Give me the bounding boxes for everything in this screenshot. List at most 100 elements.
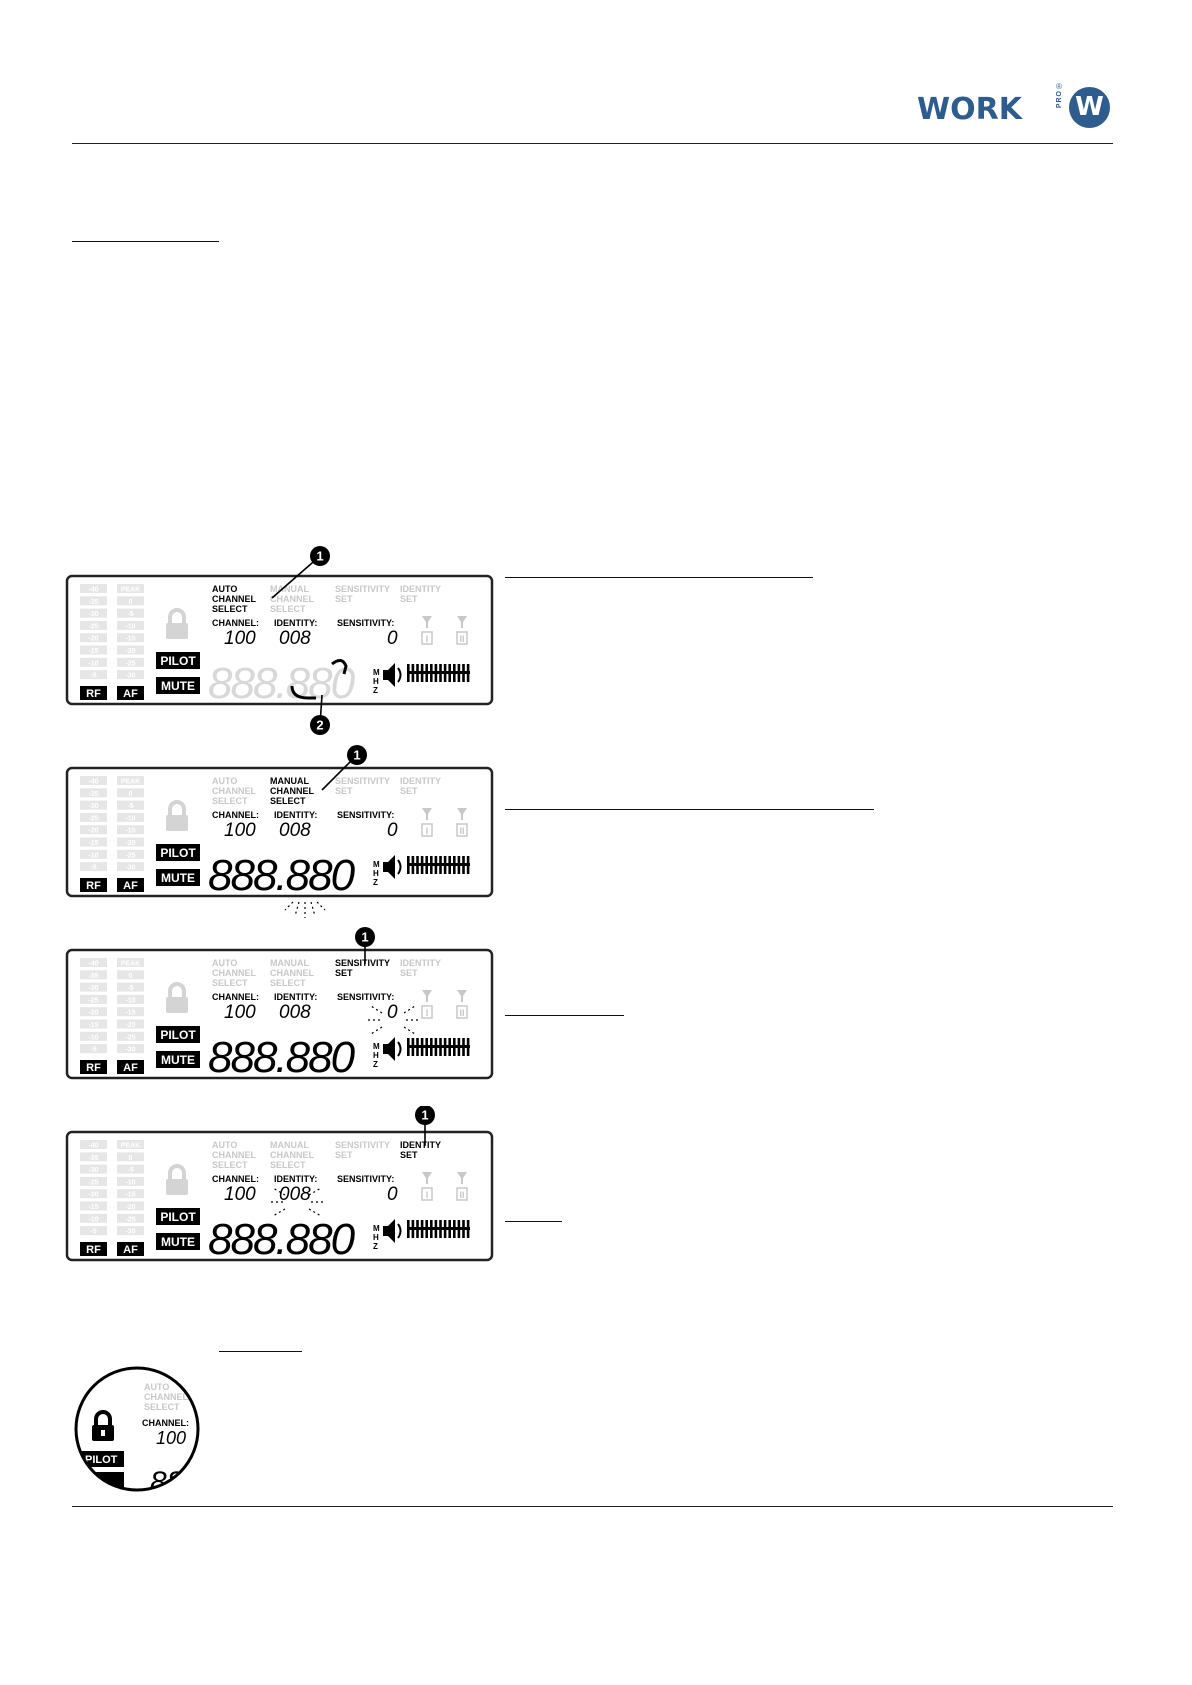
header-rule	[72, 143, 1113, 144]
rf-badge: RF	[86, 880, 101, 892]
af-meter-label: -25	[125, 660, 135, 667]
af-meter-label: -20	[125, 1022, 135, 1029]
blink-mark	[310, 901, 316, 917]
mode-label-sens: SENSITIVITY	[335, 776, 390, 786]
af-meter-label: -20	[125, 840, 135, 847]
callout-leader	[271, 555, 321, 599]
af-meter-segment	[117, 633, 144, 643]
rf-meter-label: -25	[88, 815, 98, 822]
af-meter-label: -5	[127, 611, 133, 618]
zoom-select-label: SELECT	[144, 1402, 180, 1412]
subheading-underline-1	[505, 577, 813, 578]
rf-meter-label: -40	[88, 779, 98, 786]
antenna-icon-1	[422, 616, 432, 628]
pilot-badge-bg	[156, 1208, 200, 1225]
antenna-label-1: I	[426, 826, 429, 836]
mode-label-ident: IDENTITY	[400, 776, 441, 786]
af-meter-segment	[117, 1019, 144, 1029]
af-meter-label: -10	[125, 997, 135, 1004]
mode-label-ident: IDENTITY	[400, 584, 441, 594]
sensitivity-label: SENSITIVITY:	[337, 618, 394, 628]
mode-label-manual: SELECT	[270, 1160, 306, 1170]
antenna-icon-2	[457, 990, 467, 1002]
antenna-label-2: II	[459, 1190, 464, 1200]
mode-label-manual: CHANNEL	[270, 786, 315, 796]
af-meter-segment	[117, 837, 144, 847]
rf-meter-segment	[80, 620, 107, 630]
af-meter-label: PEAK	[121, 961, 140, 968]
identity-value: 008	[279, 1184, 311, 1205]
af-meter-segment	[117, 1031, 144, 1041]
antenna-label-2: II	[459, 1008, 464, 1018]
antenna-box-1	[421, 631, 433, 645]
rf-meter-segment	[80, 1201, 107, 1211]
af-meter-segment	[117, 825, 144, 835]
mhz-label: M	[373, 860, 380, 869]
speaker-icon	[383, 1037, 402, 1061]
mute-badge-bg	[156, 1051, 200, 1068]
af-meter-label: -15	[125, 1010, 135, 1017]
callout-marker	[415, 1106, 435, 1125]
callout-marker	[310, 715, 330, 735]
channel-label: CHANNEL:	[212, 1174, 259, 1184]
af-meter-segment	[117, 849, 144, 859]
channel-value: 100	[224, 1002, 256, 1023]
rf-meter-segment	[80, 788, 107, 798]
speaker-wave	[397, 859, 402, 875]
speaker-wave	[397, 667, 402, 683]
frequency-display: 888.880	[208, 659, 356, 708]
antenna-label-2: II	[459, 826, 464, 836]
antenna-label-1: I	[426, 1190, 429, 1200]
blink-mark	[272, 1208, 286, 1217]
scan-arrow-up	[331, 659, 348, 675]
af-meter-segment	[117, 645, 144, 655]
mode-label-sens: SET	[335, 968, 353, 978]
mute-badge-bg	[156, 869, 200, 886]
af-meter-label: -5	[127, 985, 133, 992]
blink-mark	[294, 901, 300, 917]
frequency-display: 888.880	[208, 1033, 356, 1082]
rf-meter-segment	[80, 982, 107, 992]
rf-meter-segment	[80, 776, 107, 785]
section-heading-underline	[72, 241, 219, 242]
rf-meter-segment	[80, 1189, 107, 1199]
frequency-display: 888.880	[208, 1215, 356, 1264]
speaker-body	[383, 1037, 395, 1061]
logo-w-mark: W	[1069, 87, 1110, 128]
mhz-label: H	[373, 869, 379, 878]
pilot-badge: PILOT	[160, 654, 196, 668]
blink-mark	[308, 1187, 322, 1196]
af-badge: AF	[123, 1244, 138, 1256]
rf-meter-label: -35	[88, 599, 98, 606]
af-meter-label: -15	[125, 636, 135, 643]
mode-label-auto: SELECT	[212, 796, 248, 806]
af-meter-label: -25	[125, 852, 135, 859]
pilot-badge: PILOT	[160, 1210, 196, 1224]
rf-meter-segment	[80, 970, 107, 980]
channel-value: 100	[224, 820, 256, 841]
rf-meter-segment	[80, 1044, 107, 1054]
af-badge-bg	[117, 1060, 144, 1074]
rf-meter-label: -20	[88, 1010, 98, 1017]
rf-meter-segment	[80, 657, 107, 667]
sensitivity-label: SENSITIVITY:	[337, 992, 394, 1002]
antenna-label-1: I	[426, 1008, 429, 1018]
rf-meter-label: -35	[88, 1155, 98, 1162]
mode-label-ident: IDENTITY	[400, 1140, 441, 1150]
af-meter-segment	[117, 788, 144, 798]
rf-meter-segment	[80, 1152, 107, 1162]
volume-bar-base	[407, 1227, 470, 1230]
rf-meter-segment	[80, 837, 107, 847]
mode-label-auto: CHANNEL	[212, 786, 257, 796]
mode-label-sens: SENSITIVITY	[335, 1140, 390, 1150]
identity-label: IDENTITY:	[274, 992, 317, 1002]
rf-meter-segment	[80, 994, 107, 1004]
mode-label-ident: SET	[400, 786, 418, 796]
antenna-label-1: I	[426, 634, 429, 644]
mhz-label: H	[373, 1051, 379, 1060]
rf-badge-bg	[80, 686, 107, 700]
mode-label-ident: SET	[400, 1150, 418, 1160]
mhz-label: M	[373, 1042, 380, 1051]
sensitivity-value: 0	[387, 820, 398, 841]
